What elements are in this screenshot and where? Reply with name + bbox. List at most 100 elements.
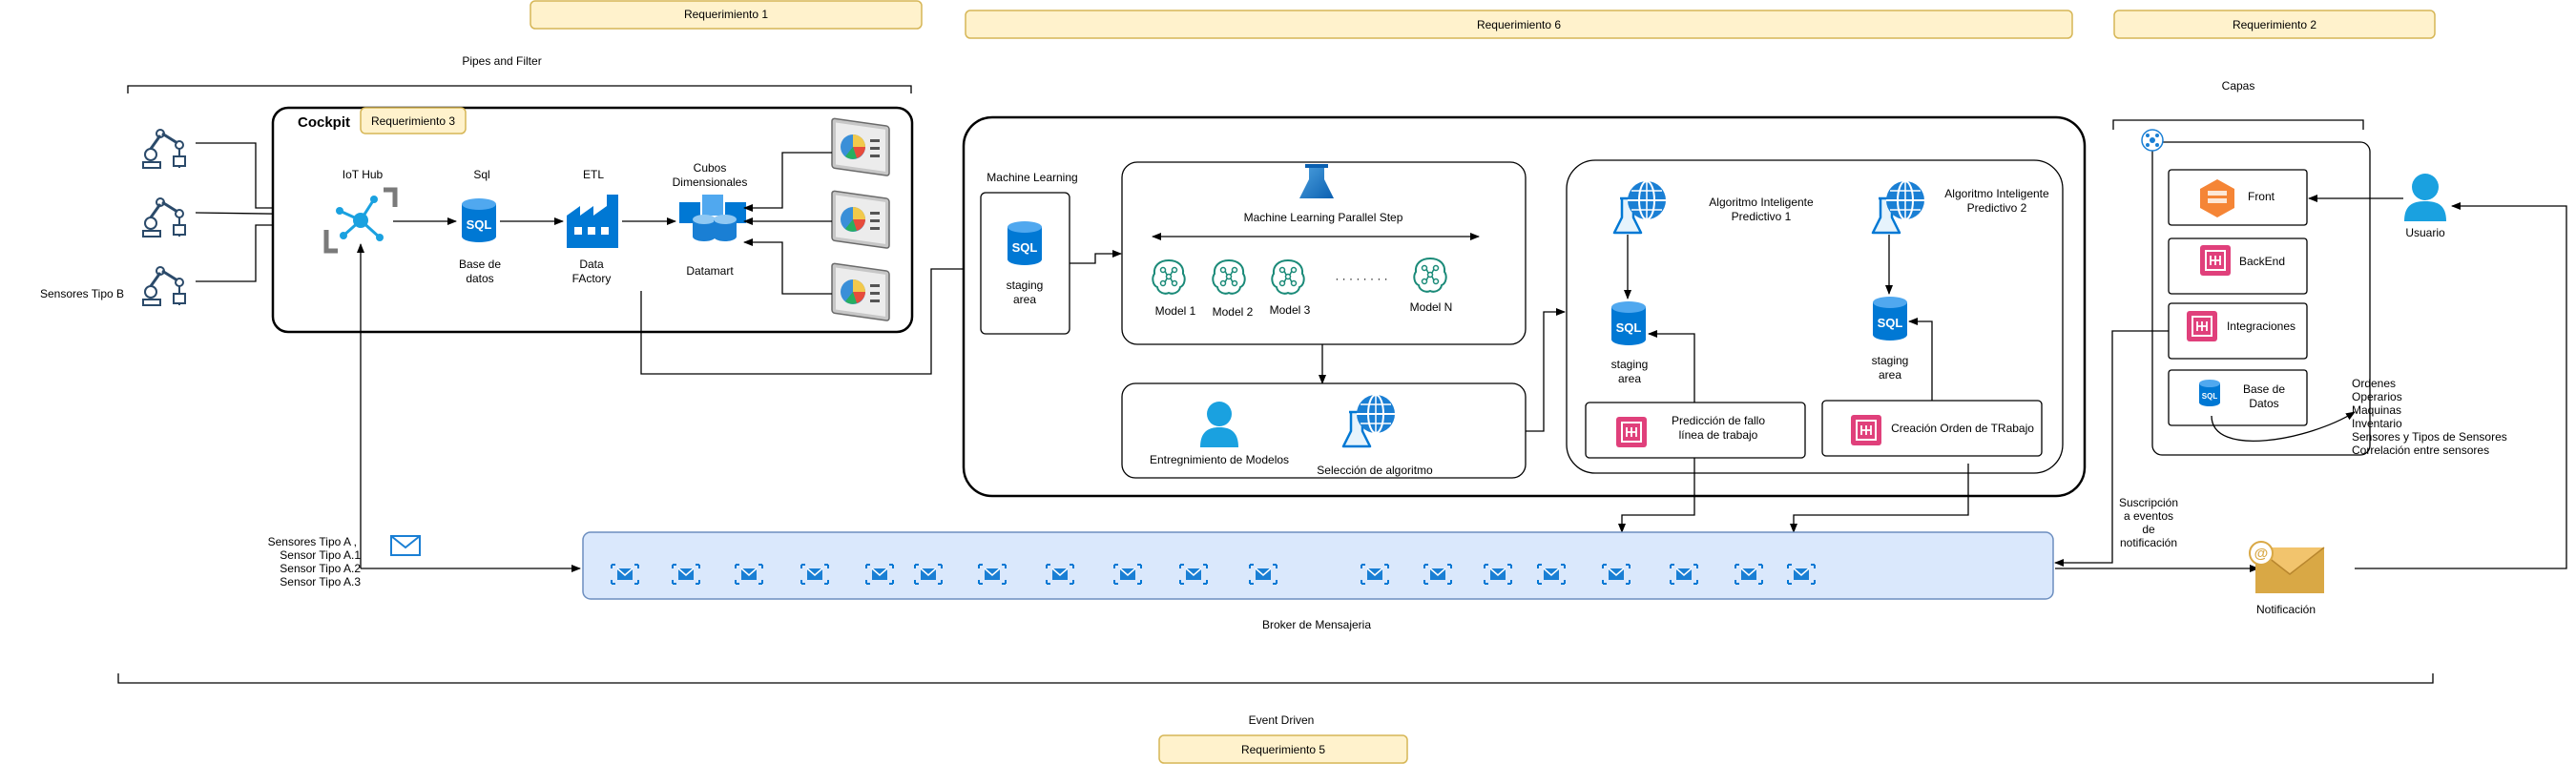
model-dots: · · · · · · · ·: [1335, 272, 1387, 285]
data-list-item: Operarios: [2352, 390, 2402, 403]
user-icon: [2404, 174, 2446, 221]
api-icon: [2199, 244, 2232, 277]
etl-label: ETL: [583, 168, 604, 181]
requirement-3-label: Requerimiento 3: [371, 114, 455, 128]
cubes-icon: [679, 195, 746, 241]
ml-staging-label-2: area: [1013, 293, 1036, 306]
model-n-label: Model N: [1410, 300, 1453, 314]
alg1-label-1: Algoritmo Inteligente: [1709, 196, 1814, 209]
dashboard-icon: [831, 262, 890, 322]
data-list-item: Maquinas: [2352, 403, 2401, 417]
sensors-type-b: Sensores Tipo B: [40, 128, 187, 307]
cubes-label-1: Cubos: [694, 161, 727, 175]
iot-hub-label: IoT Hub: [343, 168, 384, 181]
user-label: Usuario: [2405, 226, 2445, 239]
svg-text:@: @: [2254, 546, 2269, 562]
base-datos-label-2: datos: [466, 272, 493, 285]
ml-flask-icon: [1299, 164, 1334, 198]
data-factory-icon: [567, 195, 618, 248]
sql-database-icon: [462, 198, 496, 242]
prediction-label-1: Predicción de fallo: [1672, 414, 1765, 427]
front-box: [2168, 169, 2308, 226]
sql-database-icon: [1008, 221, 1042, 265]
algorithms-container: [1566, 159, 2064, 474]
sensors-b-label: Sensores Tipo B: [40, 287, 124, 300]
subscription-label: Suscripción a eventos de notificación: [2119, 496, 2178, 549]
model-1-label: Model 1: [1155, 304, 1196, 318]
model-2-label: Model 2: [1213, 305, 1254, 319]
capas-db-label-1: Base de: [2243, 382, 2285, 396]
api-icon: [1850, 414, 1882, 446]
datamart-label: Datamart: [686, 264, 734, 278]
machine-learning-label: Machine Learning: [987, 171, 1077, 184]
network-icon: [2141, 129, 2164, 152]
broker-label: Broker de Mensajeria: [1262, 618, 1371, 631]
data-list-item: Sensores y Tipos de Sensores: [2352, 430, 2507, 444]
svg-text:de: de: [2142, 523, 2155, 536]
robot-arm-icon: [141, 128, 187, 170]
base-datos-label-1: Base de: [459, 258, 501, 271]
backend-box: [2168, 237, 2308, 295]
alg2-staging-label-2: area: [1879, 368, 1901, 382]
dashboard-icon: [831, 117, 890, 177]
sql-database-icon: [2199, 380, 2220, 406]
ml-staging-label-1: staging: [1007, 279, 1044, 292]
capas-label: Capas: [2222, 79, 2255, 93]
pipes-filter-brace: Pipes and Filter: [127, 54, 912, 93]
robot-arm-icon: [141, 196, 187, 238]
data-factory-label-1: Data: [579, 258, 604, 271]
cockpit-title: Cockpit: [298, 114, 350, 131]
training-label: Entregnimiento de Modelos: [1150, 453, 1289, 466]
mail-icon: [390, 535, 421, 556]
message-broker: [582, 531, 2054, 600]
aws-front-icon: [2200, 179, 2234, 217]
requirement-2-label: Requerimiento 2: [2233, 18, 2316, 31]
requirement-6: Requerimiento 6: [965, 10, 2073, 39]
model-3-label: Model 3: [1270, 303, 1311, 317]
requirement-1-label: Requerimiento 1: [684, 8, 768, 21]
prediction-label-2: línea de trabajo: [1679, 428, 1758, 442]
alg2-label-2: Predictivo 2: [1967, 201, 2027, 215]
work-order-label: Creación Orden de TRabajo: [1891, 422, 2034, 435]
svg-text:Sensores Tipo A ,: Sensores Tipo A ,: [268, 535, 357, 548]
notification-mail-icon: @: [2249, 541, 2325, 593]
sql-database-icon: [1873, 297, 1907, 341]
requirement-3: Requerimiento 3: [360, 107, 467, 134]
selection-label: Selección de algoritmo: [1317, 464, 1433, 477]
sql-title: Sql: [473, 168, 489, 181]
iot-hub-icon: [323, 187, 398, 254]
event-driven-brace: Event Driven: [117, 673, 2434, 727]
data-factory-label-2: FActory: [572, 272, 612, 285]
alg1-label-2: Predictivo 1: [1732, 210, 1792, 223]
capas-db-label-2: Datos: [2249, 397, 2278, 410]
data-list-item: Ordenes: [2352, 377, 2396, 390]
data-list: Ordenes Operarios Maquinas Inventario Se…: [2352, 377, 2507, 457]
svg-text:Sensor Tipo A.2: Sensor Tipo A.2: [280, 562, 361, 575]
requirement-5: Requerimiento 5: [1158, 734, 1408, 764]
capas-db-box: [2168, 369, 2308, 426]
api-icon: [2186, 310, 2218, 342]
dashboard-icon: [831, 190, 890, 250]
alg1-staging-label-2: area: [1618, 372, 1641, 385]
cubes-label-2: Dimensionales: [673, 176, 748, 189]
integrations-label: Integraciones: [2227, 320, 2296, 333]
svg-text:Sensor Tipo A.1: Sensor Tipo A.1: [280, 548, 361, 562]
data-list-item: Correlación entre sensores: [2352, 444, 2489, 457]
capas-brace: Capas: [2112, 79, 2364, 130]
front-label: Front: [2248, 190, 2275, 203]
alg1-staging-label-1: staging: [1611, 358, 1649, 371]
ml-parallel-step-box: [1121, 161, 1527, 345]
sensors-type-a: Sensores Tipo A , Sensor Tipo A.1 Sensor…: [268, 535, 362, 588]
svg-text:notificación: notificación: [2120, 536, 2177, 549]
alg2-label-1: Algoritmo Inteligente: [1944, 187, 2049, 200]
data-list-item: Inventario: [2352, 417, 2402, 430]
robot-arm-icon: [141, 265, 187, 307]
requirement-5-label: Requerimiento 5: [1241, 743, 1325, 756]
svg-text:Suscripción: Suscripción: [2119, 496, 2178, 509]
sql-database-icon: [1611, 301, 1646, 345]
pipes-filter-label: Pipes and Filter: [462, 54, 541, 68]
api-icon: [1615, 416, 1648, 448]
svg-text:Sensor Tipo A.3: Sensor Tipo A.3: [280, 575, 361, 588]
alg2-staging-label-1: staging: [1872, 354, 1909, 367]
